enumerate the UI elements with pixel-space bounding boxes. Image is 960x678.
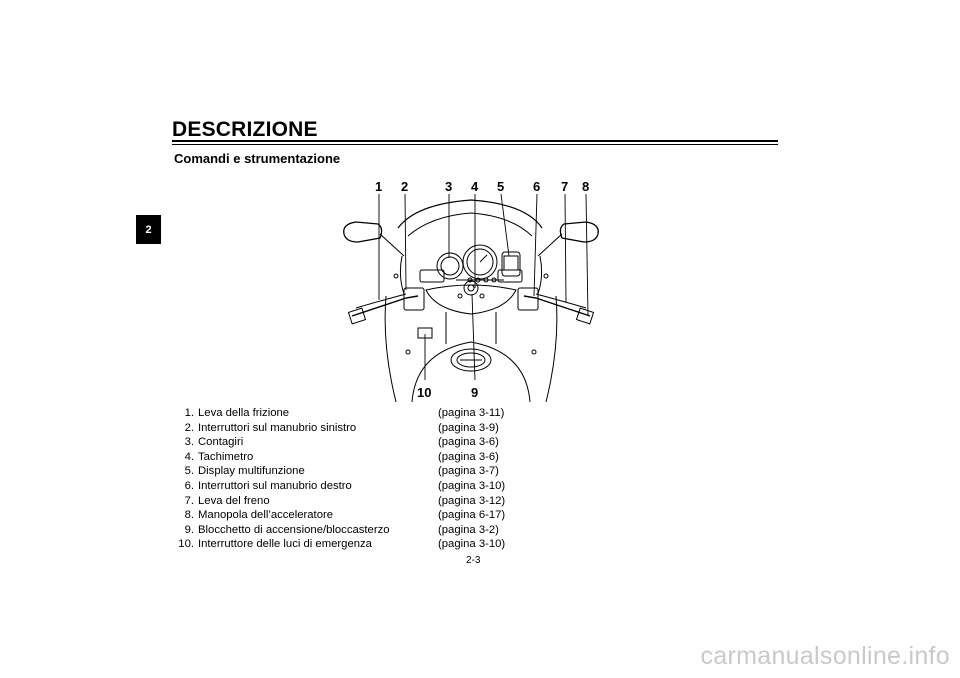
fairing: [384, 295, 558, 402]
triple-clamp: [425, 280, 517, 344]
callout-4: 4: [471, 179, 479, 194]
chapter-tab: 2: [136, 215, 161, 244]
right-mirror: [537, 221, 599, 257]
callout-3: 3: [445, 179, 452, 194]
watermark: carmanualsonline.info: [700, 642, 950, 670]
instrument-cluster: [436, 244, 521, 283]
callout-1: 1: [375, 179, 382, 194]
legend-item: 2. Interruttori sul manubrio sinistro (p…: [184, 421, 499, 434]
callout-6: 6: [533, 179, 540, 194]
section-subtitle: Comandi e strumentazione: [174, 151, 341, 166]
callout-9: 9: [471, 385, 478, 400]
right-handlebar: [497, 269, 595, 325]
legend-item: 8. Manopola dell’acceleratore (pagina 6-…: [184, 509, 506, 522]
legend-item: 1. Leva della frizione (pagina 3-11): [184, 407, 505, 419]
left-handlebar: [347, 269, 445, 325]
callout-2: 2: [401, 179, 408, 194]
legend-list: 1. Leva della frizione (pagina 3-11) 2. …: [172, 406, 532, 552]
callout-5: 5: [497, 179, 504, 194]
legend-item: 10. Interruttore delle luci di emergenza…: [178, 538, 506, 551]
callout-7: 7: [561, 179, 568, 194]
legend-item: 4. Tachimetro (pagina 3-6): [184, 450, 499, 463]
motorcycle-cockpit-illustration: 1 2 3 4 5 6 7 8 10 9: [343, 179, 599, 402]
callout-8: 8: [582, 179, 589, 194]
windshield: [397, 199, 543, 229]
legend-item: 7. Leva del freno (pagina 3-12): [184, 494, 506, 507]
callout-10: 10: [417, 385, 431, 400]
page-number: 2-3: [466, 555, 481, 566]
legend-item: 5. Display multifunzione (pagina 3-7): [184, 465, 499, 478]
title-rule-thin: [172, 144, 778, 145]
left-mirror: [343, 221, 405, 257]
legend-item: 6. Interruttori sul manubrio destro (pag…: [184, 479, 506, 492]
page-title: DESCRIZIONE: [172, 118, 318, 141]
fuel-tank: [411, 341, 531, 402]
legend-item: 9. Blocchetto di accensione/bloccasterzo…: [184, 523, 499, 536]
legend-item: 3. Contagiri (pagina 3-6): [184, 436, 499, 449]
title-rule-thick: [172, 140, 778, 142]
